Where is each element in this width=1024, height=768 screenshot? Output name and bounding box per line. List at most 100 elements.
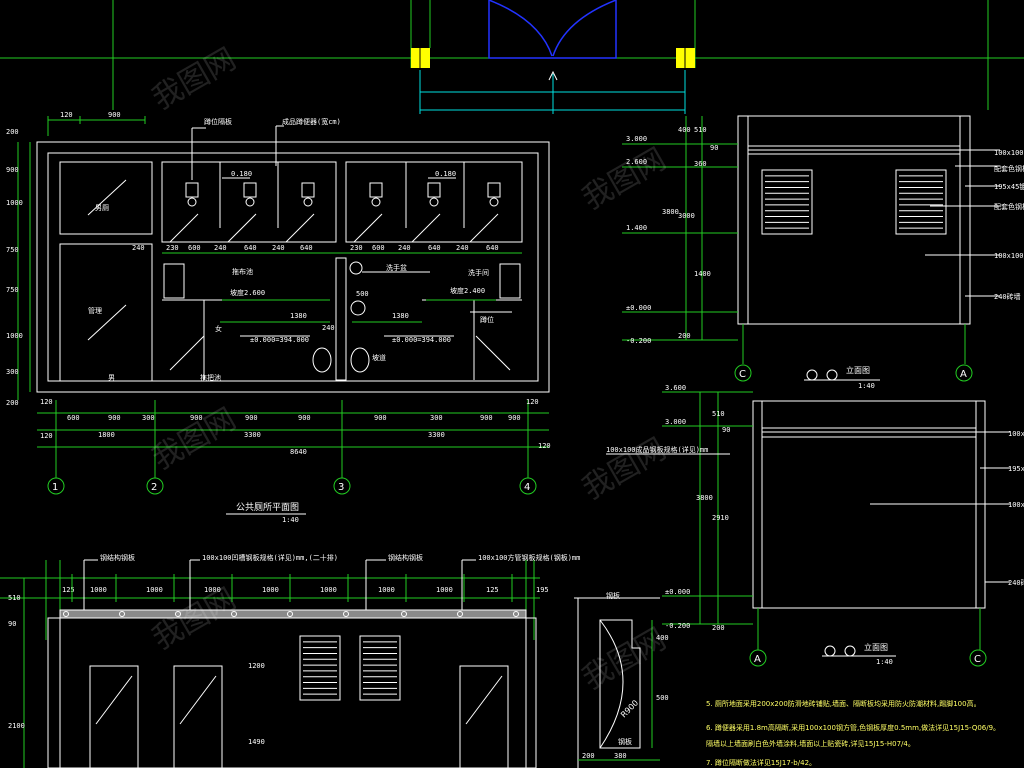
e2-note-1: 100x100凹槽 xyxy=(1008,429,1024,438)
room-label-4: 女 xyxy=(215,324,222,333)
axis-bubble-2 xyxy=(146,477,164,495)
inner-dim-2: 1380 xyxy=(392,312,409,320)
e2-note-3: 100x100方管 xyxy=(1008,500,1024,509)
callout-1: 蹲位隔板 xyxy=(204,117,232,126)
elev-label-4: ±0.000=394.000 xyxy=(392,336,451,344)
bottom-dim1-0: 120 xyxy=(40,398,53,406)
e3-bolt xyxy=(231,611,237,617)
watermark: 我图网 我图网 我图网 我图网 我图网 我图网 xyxy=(147,42,672,697)
watermark-6: 我图网 xyxy=(577,622,672,697)
e1-dim-3: 90 xyxy=(710,144,718,152)
note-line-4: 7. 蹲位隔断做法详见15J17-b/42。 xyxy=(706,758,816,767)
plan-dim-240: 240 xyxy=(132,244,145,252)
axis-label-1: 1 xyxy=(52,482,58,493)
bottom-dim2-3: 3300 xyxy=(428,431,445,439)
bottom-dim1-2: 900 xyxy=(108,414,121,422)
e1-scale: 1:40 xyxy=(858,382,875,390)
e3-left-dim-2: 90 xyxy=(8,620,16,628)
e1-dim-4: 360 xyxy=(694,160,707,168)
e1-level-3: 1.400 xyxy=(626,224,647,232)
e1-level-5: -0.200 xyxy=(626,337,651,345)
stall-dim-2: 600 xyxy=(188,244,201,252)
e3-left-dim-4: 1490 xyxy=(248,738,265,746)
detail-bottom-label: 钢板 xyxy=(618,737,632,746)
e1-title: 立面图 xyxy=(846,365,870,375)
bottom-dim1-4: 900 xyxy=(190,414,203,422)
e3-bolt xyxy=(513,611,519,617)
bottom-dim2-1: 1800 xyxy=(98,431,115,439)
callout-6: 坡道 xyxy=(372,353,386,362)
left-dim-6: 1000 xyxy=(6,332,23,340)
e2-axis-label-1: A xyxy=(754,654,761,665)
left-dim-4: 750 xyxy=(6,246,19,254)
stall-dim-7: 230 xyxy=(350,244,363,252)
e3-bolt xyxy=(343,611,349,617)
detail-dim-4: 380 xyxy=(614,752,627,760)
stall-dim-5: 240 xyxy=(272,244,285,252)
room-label-2: 管理 xyxy=(88,306,102,315)
e2-dim-5: 200 xyxy=(712,624,725,632)
stall-dim-11: 240 xyxy=(456,244,469,252)
radius-label: R900 xyxy=(619,698,640,719)
e1-axis-label-1: C xyxy=(739,369,746,380)
left-dim-5: 750 xyxy=(6,286,19,294)
detail-label: 钢板 xyxy=(606,591,620,600)
stall-dim-4: 640 xyxy=(244,244,257,252)
note-line-1: 5. 厕所地面采用200x200防滑地砖铺贴,墙面、隔断板均采用防火防潮材料,踢… xyxy=(706,699,981,708)
bottom-dim1-6: 900 xyxy=(298,414,311,422)
e3-top-dim: 1000 xyxy=(436,586,453,594)
e1-note-6: 240砖墙 xyxy=(994,292,1021,301)
elev-label-2: 0.180 xyxy=(435,170,456,178)
left-dim-7: 300 xyxy=(6,368,19,376)
e2-axis-label-2: C xyxy=(974,654,981,665)
room-label-5: 男 xyxy=(108,374,115,382)
axis-label-2: 2 xyxy=(151,482,157,493)
elevation-1: 3.000 2.600 1.400 ±0.000 -0.200 400 510 … xyxy=(622,115,1024,390)
e1-note-5: 100x100方管 xyxy=(994,251,1024,260)
e2-level-4: -0.200 xyxy=(665,622,690,630)
e3-callout-3: 钢结构钢板 xyxy=(388,553,423,562)
e3-top-dim: 1000 xyxy=(204,586,221,594)
e3-top-dim: 195 xyxy=(536,586,549,594)
watermark-1: 我图网 xyxy=(147,42,242,117)
e1-level-1: 3.000 xyxy=(626,135,647,143)
e3-top-dim: 125 xyxy=(62,586,75,594)
e3-bolt xyxy=(175,611,181,617)
e1-dim-7: 3800 xyxy=(662,208,679,216)
e3-bolt xyxy=(457,611,463,617)
e1-note-1: 100x100凹槽 xyxy=(994,148,1024,157)
slope-label-1: 坡度2.600 xyxy=(230,288,265,297)
note-line-2: 6. 蹲便器采用1.8m高隔断,采用100x100钢方管,色钢板厚度0.5mm,… xyxy=(706,723,1000,732)
detail-dim-3: 200 xyxy=(582,752,595,760)
room-label-3: 洗手间 xyxy=(468,268,489,277)
e3-top-dim: 1000 xyxy=(378,586,395,594)
axis-bubble-3 xyxy=(333,477,351,495)
bottom-dim2-4: 120 xyxy=(538,442,551,450)
top-door-elevation xyxy=(411,0,695,68)
e3-top-dim: 125 xyxy=(486,586,499,594)
e3-top-dim: 1000 xyxy=(146,586,163,594)
e1-dim-5: 3000 xyxy=(678,212,695,220)
notes-block: 5. 厕所地面采用200x200防滑地砖铺贴,墙面、隔断板均采用防火防潮材料,踢… xyxy=(706,699,1000,767)
e1-dim-6: 1400 xyxy=(694,270,711,278)
bottom-dim1-10: 900 xyxy=(508,414,521,422)
e1-note-4: 配套色钢板 xyxy=(994,202,1024,211)
watermark-4: 我图网 xyxy=(577,432,672,507)
note-line-3: 隔墙以上墙面刷白色外墙涂料,墙面以上贴瓷砖,详见15J15-H07/4。 xyxy=(706,739,915,748)
e2-title: 立面图 xyxy=(864,642,888,652)
axis-label-3: 3 xyxy=(338,482,344,493)
e1-axis-c xyxy=(734,364,752,382)
e3-bolt xyxy=(119,611,125,617)
e3-callout-2: 100x100凹槽钢板规格(详见)mm,(二十排) xyxy=(202,553,338,562)
e3-bolt xyxy=(401,611,407,617)
e3-louver-1 xyxy=(299,635,341,701)
slope-label-2: 坡度2.400 xyxy=(450,286,485,295)
axis-label-4: 4 xyxy=(524,482,530,493)
e2-dim-2: 90 xyxy=(722,426,730,434)
e1-note-2: 配套色钢板 xyxy=(994,164,1024,173)
e2-note-4: 240砖墙 xyxy=(1008,578,1024,587)
callout-2: 成品蹲便器(宽cm) xyxy=(282,117,341,126)
stall-dim-1: 230 xyxy=(166,244,179,252)
inner-dim-1: 1380 xyxy=(290,312,307,320)
